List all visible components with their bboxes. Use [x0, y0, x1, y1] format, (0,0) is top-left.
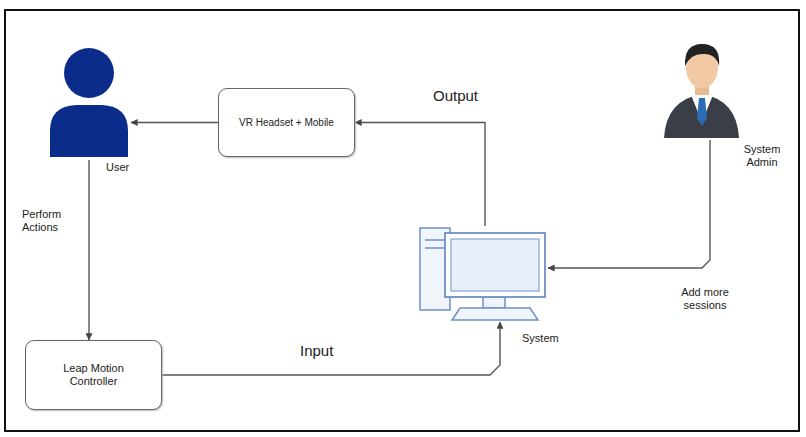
- edge-group: [89, 123, 710, 376]
- process-box: Leap Motion Controller: [25, 340, 162, 410]
- monitor-screen: [451, 239, 539, 291]
- frame-border: [5, 10, 799, 431]
- flow-arrow: [355, 123, 485, 227]
- flow-arrow: [162, 322, 500, 375]
- necktie: [697, 98, 707, 126]
- flow-arrow: [548, 140, 710, 268]
- actor-figure: System Admin: [660, 38, 740, 138]
- connector-label: Input: [300, 342, 350, 360]
- box-label: VR Headset + Mobile: [239, 117, 334, 129]
- person-body: [50, 105, 128, 157]
- monitor-stand: [483, 297, 505, 308]
- actor-label: System Admin: [736, 143, 788, 169]
- suit-body: [664, 94, 739, 138]
- drive-slot: [425, 239, 445, 241]
- flow-arrow: [88, 160, 89, 340]
- pc-icon: [420, 226, 548, 322]
- flow-arrow: [131, 122, 218, 123]
- connector-label: Add more sessions: [672, 286, 738, 312]
- actor-figure: System: [420, 226, 548, 322]
- actor-figure: User: [50, 45, 128, 157]
- actor-label: System: [522, 332, 572, 345]
- connector-label: Output: [433, 87, 493, 105]
- actor-label: User: [106, 161, 146, 174]
- keyboard-base: [452, 308, 538, 320]
- box-label: Leap Motion Controller: [49, 362, 139, 388]
- person-head: [64, 48, 114, 98]
- connector-label: Perform Actions: [22, 208, 76, 234]
- monitor-frame: [445, 233, 545, 297]
- admin-icon: [660, 38, 740, 138]
- user-icon: [50, 45, 128, 157]
- admin-hair: [685, 44, 719, 66]
- drive-slot: [425, 247, 445, 249]
- process-box: VR Headset + Mobile: [218, 88, 355, 157]
